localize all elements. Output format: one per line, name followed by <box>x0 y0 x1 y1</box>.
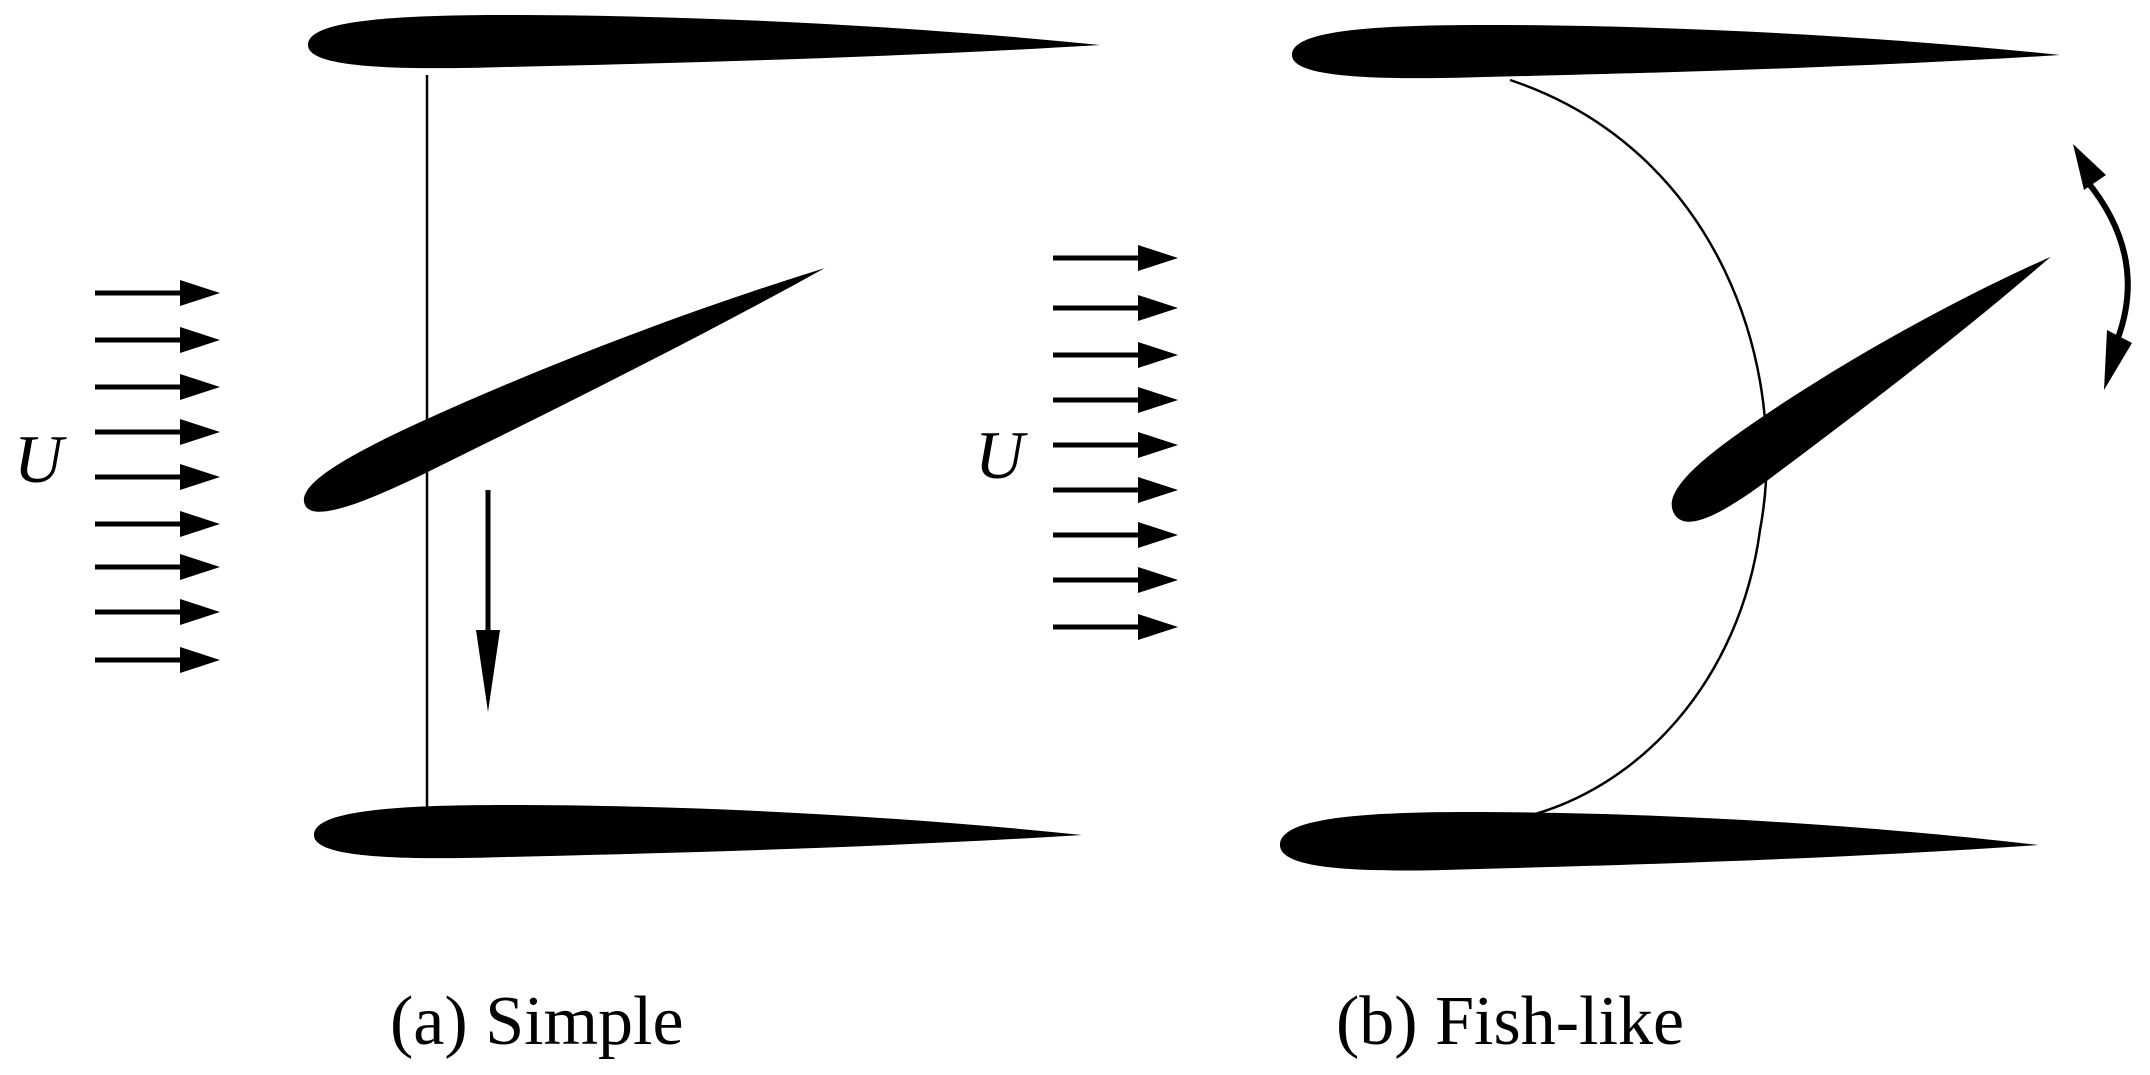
upper-airfoil-simple <box>308 15 1100 69</box>
panel-fish-like: U (b) Fish-like <box>975 25 2132 1060</box>
flow-arrow <box>95 464 220 490</box>
pitch-double-arrow <box>2073 144 2132 390</box>
flow-arrow <box>1053 245 1178 271</box>
middle-airfoil-simple <box>293 243 834 525</box>
upper-airfoil-fish-like <box>1292 25 2060 79</box>
flow-arrow <box>1053 522 1178 548</box>
flow-arrow <box>1053 567 1178 593</box>
flow-arrow <box>95 554 220 580</box>
flow-arrow <box>1053 387 1178 413</box>
flow-arrow <box>1053 614 1178 640</box>
flow-arrow <box>95 511 220 537</box>
flow-arrow <box>95 327 220 353</box>
lower-airfoil-simple <box>314 805 1082 859</box>
flow-arrow <box>1053 342 1178 368</box>
flow-arrow <box>95 374 220 400</box>
heave-arrow-down <box>476 490 500 712</box>
flow-arrows-fish-like <box>1053 245 1178 640</box>
flow-arrow <box>1053 295 1178 321</box>
flow-arrow <box>95 419 220 445</box>
flow-velocity-label-simple: U <box>14 421 67 497</box>
lower-airfoil-fish-like <box>1280 812 2039 871</box>
curved-rod-fish-like <box>1509 78 1768 820</box>
middle-airfoil-fish-like <box>1657 230 2065 536</box>
panel-simple: U (a) Simple <box>14 15 1100 1060</box>
flow-arrow <box>95 599 220 625</box>
caption-fish-like: (b) Fish-like <box>1336 983 1684 1060</box>
flow-arrow <box>1053 477 1178 503</box>
flow-arrow <box>1053 432 1178 458</box>
flow-arrow <box>95 280 220 306</box>
flow-arrows-simple <box>95 280 220 673</box>
flow-velocity-label-fish-like: U <box>975 417 1028 493</box>
flow-arrow <box>95 647 220 673</box>
caption-simple: (a) Simple <box>390 983 684 1060</box>
